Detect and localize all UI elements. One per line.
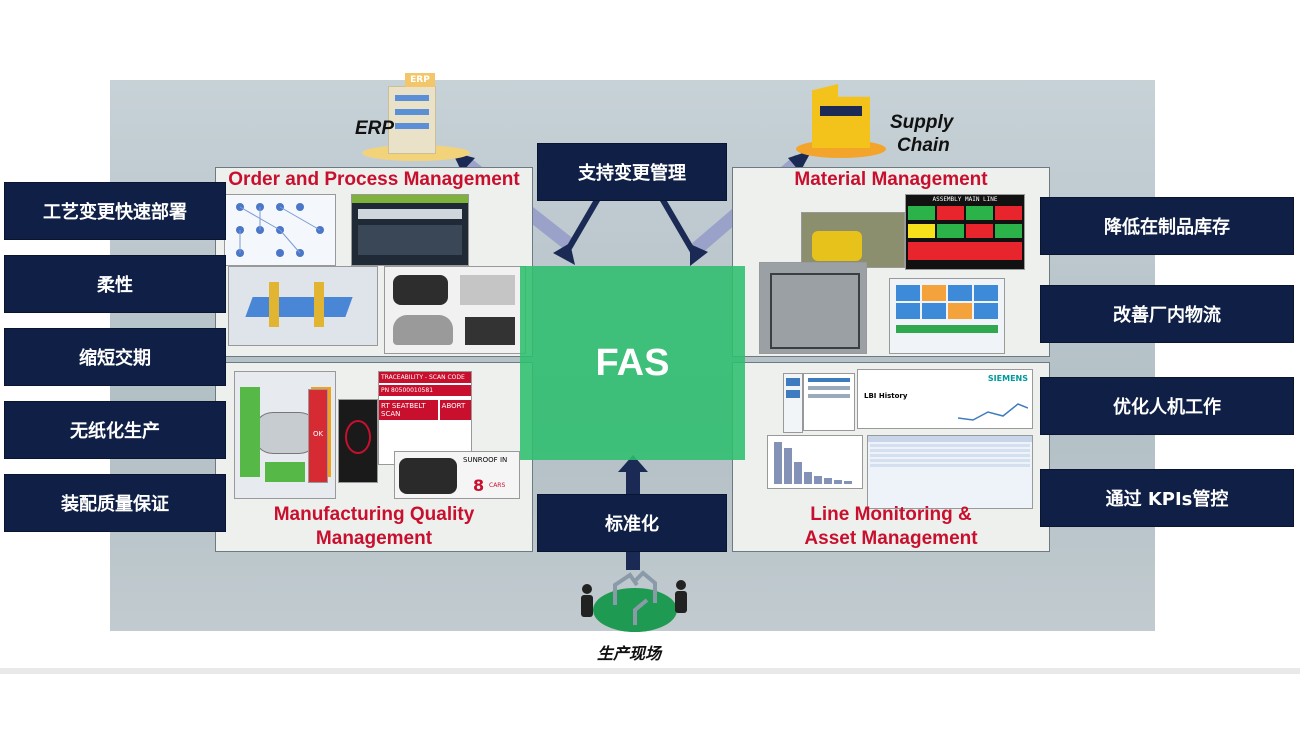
erp-building-tag: ERP <box>405 73 435 87</box>
shop-floor-label: 生产现场 <box>597 644 662 663</box>
supply-chain-label-line1: Supply <box>890 112 954 133</box>
arrow-head-fas-left <box>553 243 575 265</box>
arrow-head-fas-right <box>690 244 708 266</box>
benefit-left-2: 柔性 <box>4 255 226 313</box>
agv-photo <box>801 212 905 268</box>
shop-floor-icon <box>581 570 687 632</box>
benefit-right-1: 降低在制品库存 <box>1040 197 1294 255</box>
arrow-change-to-fas-right <box>657 193 698 257</box>
arrow-shaft-floor <box>626 550 640 570</box>
footer-divider <box>0 668 1300 674</box>
camera-view-screenshot <box>338 399 378 483</box>
quadrant-title-order-process: Order and Process Management <box>228 169 520 190</box>
quadrant-line-monitoring: SIEMENS LBI History Line Monitoring & As… <box>732 362 1050 552</box>
fas-center-block: FAS <box>520 266 745 460</box>
quadrant-title-line-monitoring: Line Monitoring & Asset Management <box>804 504 978 549</box>
station-layout-screenshot <box>228 266 378 346</box>
benefit-right-2: 改善厂内物流 <box>1040 285 1294 343</box>
kanban-screenshot <box>889 278 1005 354</box>
erp-building-icon <box>388 86 436 154</box>
order-software-screenshot <box>351 194 469 266</box>
erp-label: ERP <box>355 118 395 139</box>
quadrant-quality: OK TRACEABILITY - SCAN CODE PN 805000105… <box>215 362 533 552</box>
rack-photo <box>759 262 867 354</box>
change-management-box: 支持变更管理 <box>537 143 727 201</box>
supply-chain-label-line2: Chain <box>897 135 950 156</box>
factory-window <box>820 106 862 116</box>
quadrant-title-material: Material Management <box>794 169 988 190</box>
assembly-board-screenshot: ASSEMBLY MAIN LINE <box>905 194 1025 270</box>
monitor-list-screenshot <box>803 373 855 431</box>
traceability-screenshot: TRACEABILITY - SCAN CODE PN 80500010581 … <box>378 371 472 465</box>
process-flow-screenshot <box>224 194 336 266</box>
standardization-box: 标准化 <box>537 494 727 552</box>
benefit-right-3: 优化人机工作 <box>1040 377 1294 435</box>
arrow-head-up <box>618 455 648 472</box>
monitor-sidebar-screenshot <box>783 373 803 433</box>
quadrant-title-quality: Manufacturing Quality Management <box>273 504 475 549</box>
benefit-left-4: 无纸化生产 <box>4 401 226 459</box>
benefit-left-3: 缩短交期 <box>4 328 226 386</box>
benefit-left-1: 工艺变更快速部署 <box>4 182 226 240</box>
ok-status-panel: OK <box>308 389 328 483</box>
arrow-head-supply <box>788 150 812 172</box>
car-parts-screenshot <box>384 266 526 354</box>
data-table-screenshot <box>867 435 1033 509</box>
bar-chart-screenshot <box>767 435 863 489</box>
benefit-right-4: 通过 KPIs管控 <box>1040 469 1294 527</box>
quadrant-order-process: Order and Process Management <box>215 167 533 357</box>
arrow-change-to-fas-left <box>562 193 603 257</box>
sunroof-screenshot: SUNROOF IN 8 CARS <box>394 451 520 499</box>
quadrant-material: Material Management ASSEMBLY MAIN LINE <box>732 167 1050 357</box>
lbi-history-screenshot: SIEMENS LBI History <box>857 369 1033 429</box>
arrow-shaft-up <box>626 470 640 498</box>
benefit-left-5: 装配质量保证 <box>4 474 226 532</box>
